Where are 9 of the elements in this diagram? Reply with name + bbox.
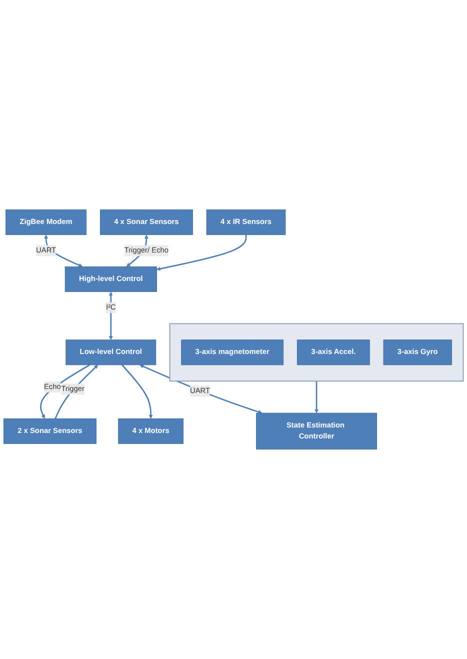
arrow [44,234,83,268]
arrow [40,364,90,419]
arrow [156,234,247,271]
arrow [54,364,98,419]
arrow [314,381,319,414]
cluster [169,323,464,382]
arrow [140,364,262,414]
arrow [108,292,113,340]
arrow [122,364,153,419]
